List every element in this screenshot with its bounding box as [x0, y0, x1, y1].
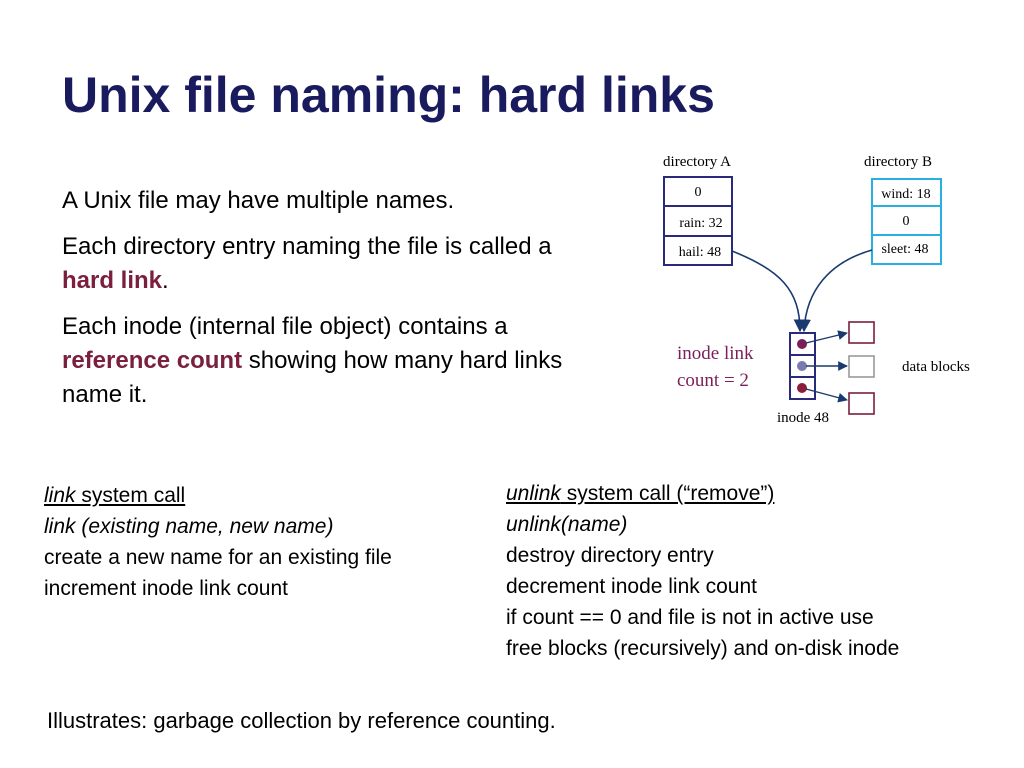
link-signature: link (existing name, new name) — [44, 515, 334, 538]
unlink-line-2: decrement inode link count — [506, 575, 757, 598]
unlink-heading-rest: system call (“remove”) — [560, 482, 775, 505]
block-pointer-3 — [805, 388, 848, 403]
reference-count-term: reference count — [62, 347, 243, 374]
bullet-2-text: Each directory entry naming the file is … — [62, 233, 552, 260]
bullet-2: Each directory entry naming the file is … — [62, 230, 582, 298]
unlink-heading: unlink system call (“remove”) — [506, 478, 899, 509]
unlink-heading-name: unlink — [506, 482, 561, 505]
unlink-line-1: destroy directory entry — [506, 544, 714, 567]
dir-a-entry-1: 0 — [695, 185, 702, 200]
data-blocks-label: data blocks — [902, 359, 970, 375]
dir-a-cell-2 — [663, 205, 733, 237]
inode-pointer-3 — [797, 383, 807, 393]
directory-b-label: directory B — [864, 154, 932, 170]
sleet-link-arrow — [798, 249, 873, 333]
bullet-1: A Unix file may have multiple names. — [62, 187, 455, 214]
unlink-call-description: unlink system call (“remove”) unlink(nam… — [506, 478, 899, 664]
dir-a-entry-2: rain: 32 — [679, 216, 722, 231]
bullet-3: Each inode (internal file object) contai… — [62, 310, 582, 412]
link-heading-rest: system call — [75, 484, 186, 507]
hard-link-term: hard link — [62, 267, 163, 294]
directory-a-label: directory A — [663, 154, 731, 170]
dir-a-cell-3 — [663, 235, 733, 266]
inode-link-label: inode link — [677, 343, 754, 364]
dir-b-cell-2 — [871, 205, 942, 236]
inode-pointer-1 — [797, 339, 807, 349]
unlink-line-4: free blocks (recursively) and on-disk in… — [506, 637, 900, 660]
dir-b-entry-3: sleet: 48 — [881, 242, 928, 257]
dir-b-entry-2: 0 — [903, 214, 910, 229]
bullet-list: A Unix file may have multiple names. Eac… — [62, 184, 582, 424]
data-block-3 — [848, 392, 875, 415]
link-heading-name: link — [44, 484, 76, 507]
dir-a-entry-3: hail: 48 — [679, 245, 721, 260]
bullet-2-end: . — [162, 267, 169, 294]
link-count-label: count = 2 — [677, 370, 749, 391]
unlink-signature: unlink(name) — [506, 513, 628, 536]
hail-link-arrow — [731, 250, 807, 333]
dir-b-cell-3 — [871, 234, 942, 265]
inode-48-label: inode 48 — [777, 410, 829, 426]
dir-b-entry-1: wind: 18 — [881, 187, 930, 202]
directory-a-table: 0 rain: 32 hail: 48 — [663, 176, 733, 266]
data-block-2 — [848, 355, 875, 378]
link-call-description: link system call link (existing name, ne… — [44, 480, 392, 604]
dir-b-cell-1 — [871, 178, 942, 207]
link-line-1: create a new name for an existing file — [44, 546, 392, 569]
unlink-line-3: if count == 0 and file is not in active … — [506, 606, 874, 629]
bullet-3-end: showing how many hard links name it. — [62, 347, 563, 408]
slide-title: Unix file naming: hard links — [62, 67, 715, 123]
footer-note: Illustrates: garbage collection by refer… — [47, 708, 556, 733]
directory-b-table: wind: 18 0 sleet: 48 — [871, 178, 942, 265]
data-block-1 — [848, 321, 875, 344]
block-pointer-1 — [805, 330, 848, 344]
link-heading: link system call — [44, 480, 392, 511]
bullet-3-text: Each inode (internal file object) contai… — [62, 313, 508, 340]
link-line-2: increment inode link count — [44, 577, 288, 600]
inode-pointer-2 — [797, 361, 807, 371]
